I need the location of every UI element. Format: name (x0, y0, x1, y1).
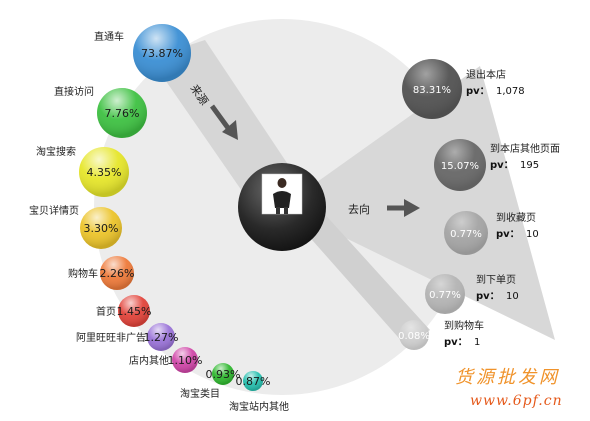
source-percent: 1.27% (144, 331, 179, 344)
destination-arrow-icon (387, 199, 420, 217)
source-percent: 0.87% (236, 375, 271, 388)
watermark-title: 货源批发网 (455, 367, 560, 388)
source-bubble-shine (243, 371, 263, 391)
source-percent: 73.87% (141, 47, 183, 60)
source-name: 店内其他 (129, 354, 169, 367)
pv-label: pv： (476, 291, 500, 302)
pv-value: 10 (506, 291, 519, 302)
source-node[interactable]: 7.76% 直接访问 (54, 85, 147, 138)
source-arrow-icon (209, 104, 238, 140)
center-node (238, 163, 326, 251)
source-name: 购物车 (68, 267, 98, 280)
source-node[interactable]: 0.87% 淘宝站内其他 (229, 371, 289, 413)
source-percent: 1.45% (117, 305, 152, 318)
source-node[interactable]: 1.45%首页 (96, 295, 151, 327)
source-bubble-shine (147, 323, 175, 351)
destination-label: 去向 (348, 202, 370, 216)
destination-name: 到下单页 (476, 274, 516, 286)
destination-fan (282, 66, 555, 340)
source-node[interactable]: 1.27%阿里旺旺非广告 (76, 323, 178, 351)
destination-node[interactable]: 83.31% 退出本店 pv： 1,078 (402, 59, 525, 119)
source-node[interactable]: 3.30% 宝贝详情页 (29, 204, 122, 249)
source-percent: 7.76% (105, 107, 140, 120)
source-bubble-shine (97, 88, 147, 138)
pv-label: pv： (490, 160, 514, 171)
destination-name: 到本店其他页面 (490, 142, 560, 155)
source-node[interactable]: 1.10%店内其他 (129, 347, 202, 373)
source-bubble-shine (172, 347, 198, 373)
destination-bubble-shine (444, 211, 488, 255)
destination-bubble-shine (399, 320, 429, 350)
pv-label: pv： (466, 86, 490, 97)
source-name: 阿里旺旺非广告 (76, 331, 146, 344)
source-percent: 0.93% (206, 368, 241, 381)
destination-bubble-shine (402, 59, 462, 119)
source-bubble-shine (133, 24, 191, 82)
pv-label: pv： (444, 337, 468, 348)
destination-name: 退出本店 (466, 68, 506, 81)
source-name: 首页 (96, 305, 116, 318)
destination-node[interactable]: 15.07% 到本店其他页面 pv： 195 (434, 139, 560, 191)
destination-node[interactable]: 0.77% 到收藏页 pv： 10 (444, 211, 539, 255)
pv-value: 1 (474, 337, 480, 348)
source-bubble-shine (100, 256, 134, 290)
source-bubble-shine (212, 363, 234, 385)
source-percent: 2.26% (100, 267, 135, 280)
destination-node[interactable]: 0.77% 到下单页 pv： 10 (425, 274, 519, 314)
source-name: 淘宝搜索 (36, 145, 76, 158)
pv-value: 195 (520, 160, 539, 171)
source-node[interactable]: 0.93% 淘宝类目 (180, 363, 240, 400)
pv-value: 10 (526, 229, 539, 240)
pv-label: pv： (496, 229, 520, 240)
source-name: 直通车 (94, 30, 124, 43)
source-name: 淘宝类目 (180, 387, 220, 400)
destination-percent: 0.77% (450, 229, 482, 240)
destination-name: 到购物车 (444, 319, 484, 332)
destination-name: 到收藏页 (496, 211, 536, 224)
source-percent: 3.30% (84, 222, 119, 235)
pv-value: 1,078 (496, 86, 525, 97)
destination-percent: 0.77% (429, 290, 461, 301)
destination-percent: 15.07% (441, 161, 479, 172)
source-name: 淘宝站内其他 (229, 400, 289, 413)
source-name: 宝贝详情页 (29, 204, 79, 217)
source-bubble-shine (118, 295, 150, 327)
source-percent: 4.35% (87, 166, 122, 179)
destination-node[interactable]: 0.08% 到购物车 pv： 1 (398, 319, 484, 350)
source-name: 直接访问 (54, 85, 94, 98)
source-node[interactable]: 2.26%购物车 (68, 256, 134, 290)
source-node[interactable]: 4.35% 淘宝搜索 (36, 145, 129, 197)
person-icon (273, 178, 291, 214)
destination-bubble-shine (434, 139, 486, 191)
source-percent: 1.10% (168, 354, 203, 367)
source-bubble-shine (80, 207, 122, 249)
destination-beam (290, 198, 430, 345)
destination-bubble-shine (425, 274, 465, 314)
source-bubble-shine (79, 147, 129, 197)
source-node[interactable]: 73.87% 直通车 (94, 24, 191, 82)
destination-percent: 0.08% (398, 331, 430, 342)
watermark-url: www.6pf.cn (470, 393, 563, 409)
destination-percent: 83.31% (413, 85, 451, 96)
